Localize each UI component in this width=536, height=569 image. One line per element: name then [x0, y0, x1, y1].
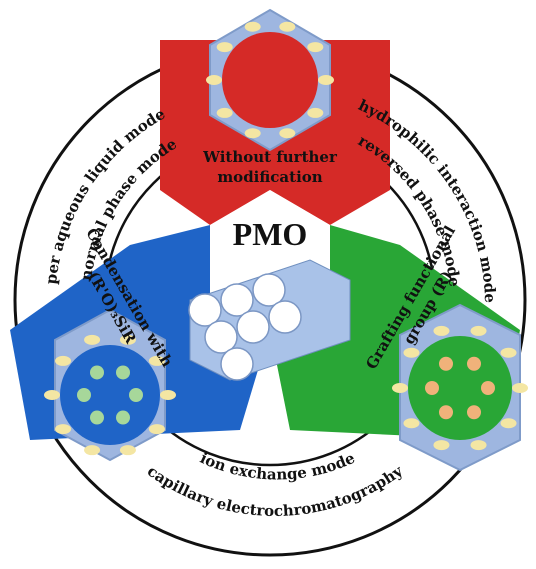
pore-dot	[129, 388, 143, 402]
pore-particle	[55, 355, 72, 366]
pore-right	[392, 303, 528, 472]
pore-particle	[244, 21, 261, 32]
pore-particle	[84, 445, 101, 456]
pore-dot	[467, 405, 481, 420]
pore-dot	[439, 405, 453, 420]
center-title: PMO	[233, 216, 308, 252]
pore-particle	[216, 107, 233, 118]
pore-dot	[439, 356, 453, 371]
pore-particle	[433, 325, 450, 336]
pore-particle	[307, 107, 324, 118]
pore-dot	[77, 388, 91, 402]
pore-dot	[467, 356, 481, 371]
pore-particle	[470, 440, 487, 451]
pore-dot	[90, 365, 104, 380]
pore-particle	[148, 355, 165, 366]
segment-top-line2: modification	[217, 168, 322, 186]
pore-particle	[500, 418, 517, 429]
pore-dot	[481, 381, 495, 395]
pore-particle	[307, 42, 324, 53]
segment-top-line1: Without further	[202, 148, 338, 166]
pore-particle	[44, 390, 60, 400]
pore-particle	[500, 347, 517, 358]
pore-particle	[216, 42, 233, 53]
pmo-structure-icon	[188, 259, 351, 381]
pore-dot	[425, 381, 439, 395]
pore-particle	[512, 383, 528, 393]
pore-particle	[148, 424, 165, 435]
pore-particle	[119, 334, 136, 345]
pore-left	[44, 308, 176, 462]
pore-particle	[279, 21, 296, 32]
pore-dot	[116, 365, 130, 380]
pore-particle	[206, 75, 222, 85]
pore-core-top	[222, 32, 318, 128]
pore-dot	[116, 410, 130, 425]
pore-particle	[433, 440, 450, 451]
pore-particle	[160, 390, 176, 400]
pore-particle	[84, 334, 101, 345]
pore-particle	[392, 383, 408, 393]
pore-particle	[403, 418, 420, 429]
pore-top	[206, 8, 334, 152]
pore-core-left	[60, 345, 160, 445]
pore-particle	[279, 128, 296, 139]
pore-particle	[318, 75, 334, 85]
pore-dot	[90, 410, 104, 425]
pore-particle	[403, 347, 420, 358]
pore-core-right	[408, 336, 512, 440]
pore-particle	[55, 424, 72, 435]
pore-particle	[119, 445, 136, 456]
pore-particle	[244, 128, 261, 139]
pore-particle	[470, 325, 487, 336]
